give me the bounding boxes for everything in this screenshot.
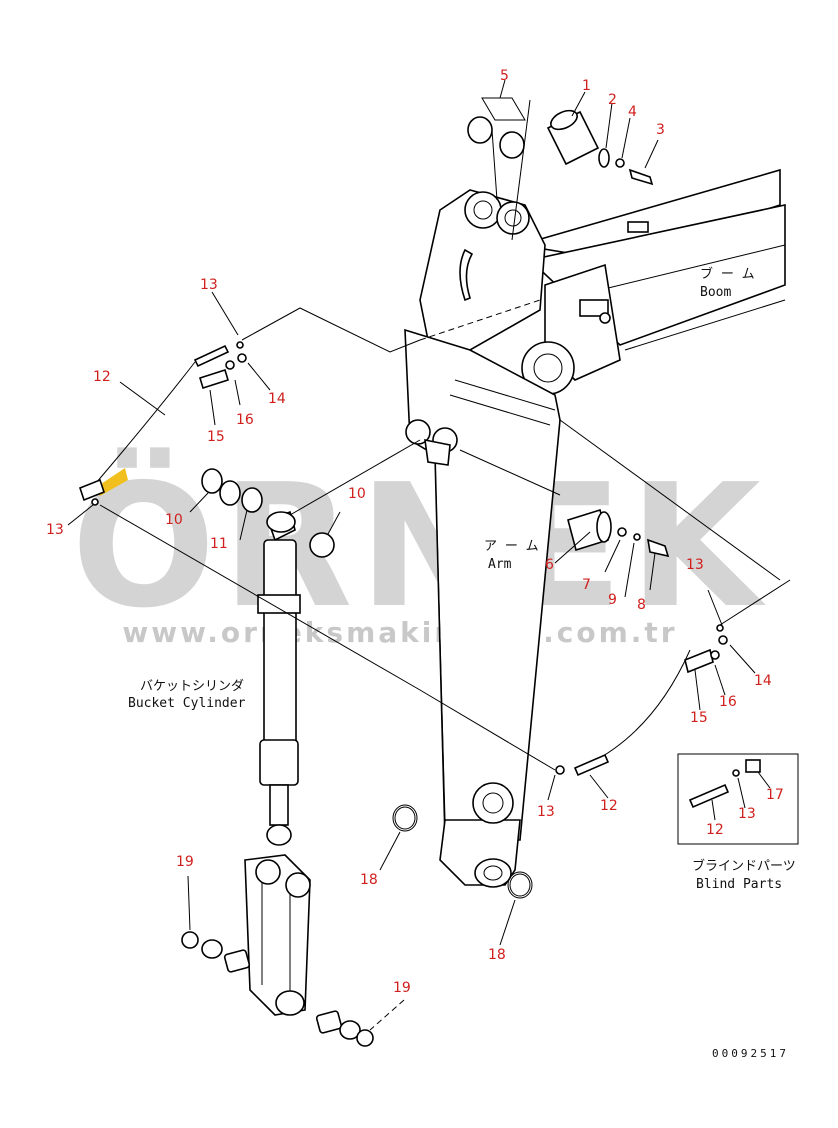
- callout-12-blind: 12: [706, 822, 724, 838]
- arm-label-en: Arm: [488, 557, 512, 572]
- callout-14-upper-left: 14: [268, 391, 286, 407]
- blind-parts-label-en: Blind Parts: [696, 877, 782, 892]
- callout-9: 9: [608, 592, 617, 608]
- blind-parts-label-jp: ブラインドパーツ: [692, 858, 796, 874]
- callout-10-left: 10: [165, 512, 183, 528]
- boom-label-en: Boom: [700, 285, 731, 300]
- diagram-number: 00092517: [712, 1047, 789, 1060]
- callout-15-upper-left: 15: [207, 429, 225, 445]
- component-labels: ブ ー ム Boom ア ー ム Arm バケットシリンダ Bucket Cyl…: [128, 266, 796, 1060]
- callout-15-right: 15: [690, 710, 708, 726]
- callout-5: 5: [500, 68, 509, 84]
- callout-numbers: 5 1 2 4 3 13 12 14 16 15 13 10 11 10 6 7…: [46, 68, 784, 996]
- arm: [404, 189, 561, 888]
- callout-16-right: 16: [719, 694, 737, 710]
- callout-3: 3: [656, 122, 665, 138]
- callout-14-right: 14: [754, 673, 772, 689]
- callout-13-left: 13: [46, 522, 64, 538]
- callout-2: 2: [608, 92, 617, 108]
- callout-7: 7: [582, 577, 591, 593]
- callout-12-lower: 12: [600, 798, 618, 814]
- hardware-parts: [79, 97, 728, 899]
- bucket-cylinder-label-jp: バケットシリンダ: [140, 679, 244, 694]
- callout-12-upper-left: 12: [93, 369, 111, 385]
- callout-8: 8: [637, 597, 646, 613]
- watermark-brand: ÖRNEK: [71, 447, 767, 646]
- callout-19-upper: 19: [176, 854, 194, 870]
- leader-lines: [67, 79, 791, 1031]
- bucket-cylinder-label-en: Bucket Cylinder: [128, 696, 246, 711]
- callout-1: 1: [582, 78, 591, 94]
- blind-parts-box: [677, 753, 799, 845]
- watermark: ÖRNEK www.orneksmakinalari.com.tr: [71, 447, 767, 649]
- callout-13-upper-left: 13: [200, 277, 218, 293]
- callout-17: 17: [766, 787, 784, 803]
- bucket-cylinder: [257, 510, 301, 846]
- callout-4: 4: [628, 104, 637, 120]
- callout-6: 6: [545, 557, 554, 573]
- arm-label-jp: ア ー ム: [484, 539, 539, 554]
- callout-18-left: 18: [360, 872, 378, 888]
- callout-19-lower: 19: [393, 980, 411, 996]
- boom: [519, 168, 786, 395]
- bucket-link: [181, 854, 374, 1047]
- callout-18-right: 18: [488, 947, 506, 963]
- callout-13-lower: 13: [537, 804, 555, 820]
- callout-11: 11: [210, 536, 228, 552]
- callout-16-upper-left: 16: [236, 412, 254, 428]
- boom-label-jp: ブ ー ム: [700, 266, 755, 282]
- callout-13-right: 13: [686, 557, 704, 573]
- watermark-url: www.orneksmakinalari.com.tr: [122, 616, 677, 649]
- callout-13-blind: 13: [738, 806, 756, 822]
- callout-10-right: 10: [348, 486, 366, 502]
